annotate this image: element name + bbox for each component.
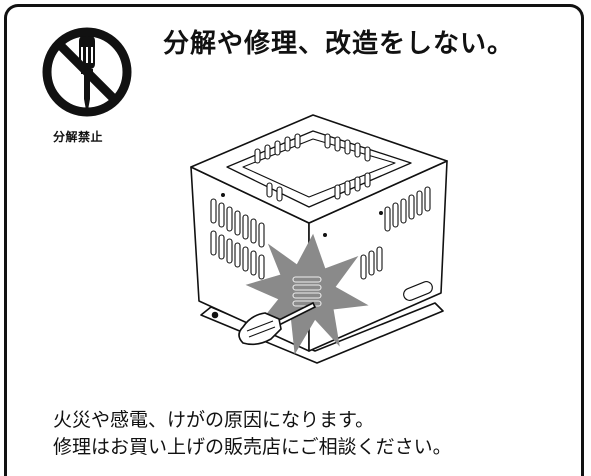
no-disassembly-icon xyxy=(42,27,132,117)
message-line: 修理はお買い上げの販売店にご相談ください。 xyxy=(53,436,452,458)
warning-message: 火災や感電、けがの原因になります。 修理はお買い上げの販売店にご相談ください。 xyxy=(53,407,452,461)
message-line: 火災や感電、けがの原因になります。 xyxy=(53,409,375,431)
warning-title: 分解や修理、改造をしない。 xyxy=(163,29,515,59)
prohibition-label: 分解禁止 xyxy=(53,130,104,144)
disassembly-warning-illustration xyxy=(190,114,448,364)
warning-card: 分解禁止 分解や修理、改造をしない。 xyxy=(4,4,584,476)
